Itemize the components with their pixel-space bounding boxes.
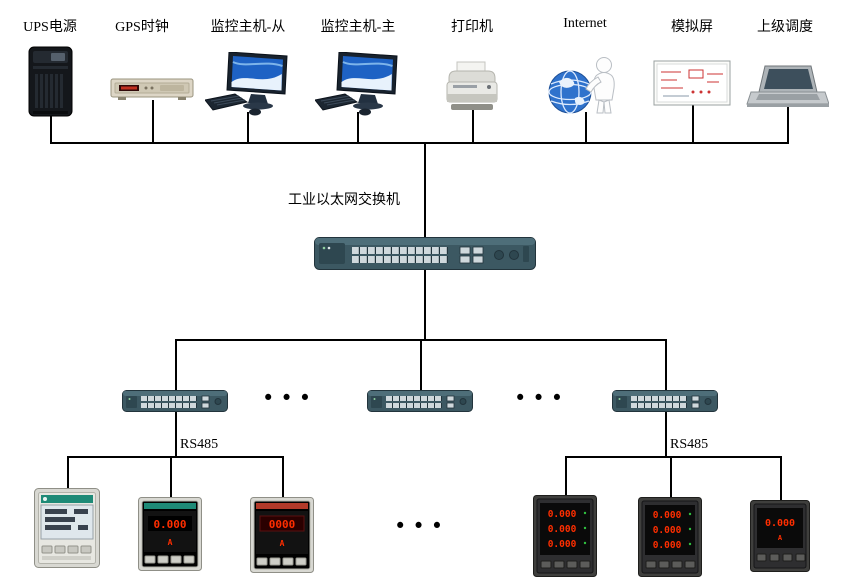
- meter-2-icon: 0.000 A: [138, 497, 202, 571]
- gps-drop-line: [152, 100, 154, 144]
- switch-a-rs485-line: [175, 410, 177, 458]
- monitor-slave-icon: [204, 51, 289, 116]
- left-meter-bus-line: [67, 456, 284, 458]
- field-switch-a-icon: [122, 387, 228, 413]
- meter-4-icon: 0.000 0.000 0.000: [533, 495, 597, 577]
- rs485-label-right: RS485: [670, 437, 709, 452]
- meter-5-row-1: 0.000: [653, 510, 682, 521]
- switch-c-rs485-line: [665, 410, 667, 458]
- meter6-drop-line: [780, 456, 782, 501]
- switch-a-drop-line: [175, 339, 177, 392]
- mimic-drop-line: [692, 104, 694, 144]
- meter-4-row-3: 0.000: [548, 539, 577, 550]
- rs485-label-left: RS485: [180, 437, 219, 452]
- device-label-gps-clock: GPS时钟: [115, 20, 169, 35]
- device-label-internet: Internet: [563, 16, 607, 31]
- meter-5-row-2: 0.000: [653, 525, 682, 536]
- meter-4-row-2: 0.000: [548, 524, 577, 535]
- laptop-icon: [745, 64, 830, 112]
- meter-6-unit: A: [778, 534, 783, 542]
- field-switch-b-icon: [367, 387, 473, 413]
- dispatch-drop-line: [787, 105, 789, 144]
- meter-2-display: 0.000: [153, 518, 186, 531]
- monitor-master-icon: [314, 51, 399, 116]
- printer-icon: [441, 60, 503, 114]
- meter5-drop-line: [670, 456, 672, 498]
- meter-3-display: 0000: [269, 518, 296, 531]
- field-switch-c-icon: [612, 387, 718, 413]
- switch-c-drop-line: [665, 339, 667, 392]
- internet-globe-icon: [545, 52, 625, 116]
- monitor-master-drop-line: [357, 112, 359, 144]
- meter-3-unit: A: [280, 539, 285, 548]
- meter-6-display: 0.000: [765, 518, 795, 529]
- ellipsis-switches-left: •••: [262, 386, 318, 410]
- core-switch-downlink-line: [424, 268, 426, 341]
- meter4-drop-line: [565, 456, 567, 496]
- meter-2-unit: A: [168, 538, 173, 547]
- gps-clock-icon: [110, 76, 194, 102]
- top-bus-line: [50, 142, 789, 144]
- device-label-mimic-panel: 模拟屏: [671, 20, 713, 35]
- ellipsis-meters: •••: [394, 514, 450, 538]
- meter-5-row-3: 0.000: [653, 540, 682, 551]
- ups-icon: [28, 46, 73, 118]
- device-label-monitor-master: 监控主机-主: [320, 20, 396, 35]
- device-label-dispatch: 上级调度: [757, 20, 813, 35]
- meter3-drop-line: [282, 456, 284, 498]
- printer-drop-line: [472, 110, 474, 144]
- meter-3-icon: 0000 A: [250, 497, 314, 573]
- meter-1-icon: [34, 488, 100, 568]
- ellipsis-switches-right: •••: [514, 386, 570, 410]
- internet-drop-line: [585, 112, 587, 144]
- meter-5-icon: 0.000 0.000 0.000: [638, 497, 702, 577]
- meter-6-icon: 0.000 A: [750, 500, 810, 572]
- core-switch-uplink-line: [424, 142, 426, 240]
- mimic-panel-icon: [653, 60, 731, 108]
- right-meter-bus-line: [565, 456, 782, 458]
- device-label-printer: 打印机: [451, 20, 493, 35]
- device-label-monitor-slave: 监控主机-从: [210, 20, 286, 35]
- meter1-drop-line: [67, 456, 69, 490]
- core-ethernet-switch-icon: [314, 230, 536, 272]
- core-switch-label: 工业以太网交换机: [288, 193, 400, 208]
- ups-drop-line: [50, 116, 52, 144]
- meter-4-row-1: 0.000: [548, 509, 577, 520]
- meter2-drop-line: [170, 456, 172, 498]
- monitor-slave-drop-line: [247, 112, 249, 144]
- switch-b-drop-line: [420, 339, 422, 392]
- device-label-ups: UPS电源: [23, 20, 77, 35]
